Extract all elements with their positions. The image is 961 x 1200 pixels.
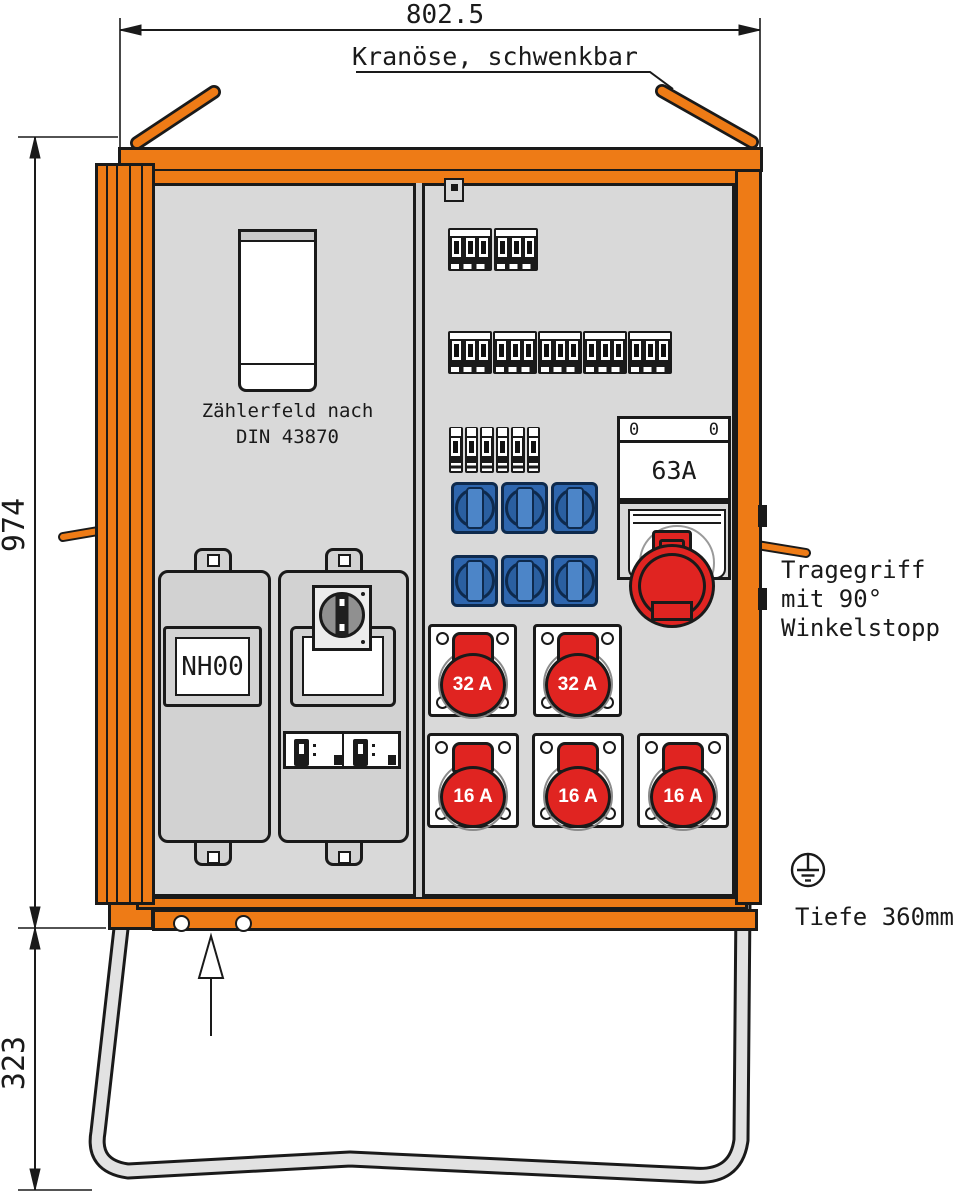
terminal <box>334 755 342 765</box>
meter-window-bottom-line <box>241 363 314 365</box>
rotary-switch-knob[interactable] <box>319 592 365 638</box>
cee63-lid[interactable] <box>629 544 715 628</box>
circuit-breaker-3pole[interactable] <box>583 331 627 374</box>
schuko-socket[interactable] <box>501 482 548 534</box>
cee-socket-label: 32 A <box>544 653 611 717</box>
base-bar-lower <box>152 909 758 932</box>
dimension-height <box>18 136 118 929</box>
circuit-breaker-3pole[interactable] <box>538 331 582 374</box>
circuit-breaker-1pole[interactable] <box>449 427 463 473</box>
main-switch-positions: 0 0 <box>620 419 728 443</box>
schuko-socket[interactable] <box>551 482 598 534</box>
main-switch-63a: 0 0 63A <box>617 416 731 501</box>
circuit-breaker-3pole[interactable] <box>628 331 672 374</box>
plate-screw <box>361 592 365 596</box>
cee63-lid-slot <box>651 601 693 621</box>
cee-socket-16a[interactable]: 16 A <box>637 733 729 831</box>
protective-earth-icon <box>789 851 827 889</box>
panel-divider <box>413 183 425 897</box>
cee-socket-label: 16 A <box>650 766 716 828</box>
aux-breaker <box>294 739 316 766</box>
plate-screw <box>361 640 365 644</box>
nh-fuse-label: NH00 <box>175 637 250 696</box>
switch-pos-left: 0 <box>629 419 640 440</box>
cee-socket-label: 16 A <box>440 766 506 828</box>
cee-socket-32a[interactable]: 32 A <box>428 624 517 719</box>
crane-eye-icons <box>130 84 759 150</box>
hinge <box>758 588 767 610</box>
circuit-breaker-1pole[interactable] <box>526 427 540 473</box>
cee-socket-label: 32 A <box>439 653 506 717</box>
circuit-breaker-1pole[interactable] <box>480 427 494 473</box>
dimension-base-label: 323 <box>0 1035 32 1091</box>
schuko-socket[interactable] <box>501 555 548 607</box>
base-hole <box>235 915 252 932</box>
cabinet-right-frame <box>735 169 762 905</box>
breaker-row-2 <box>448 331 672 374</box>
meter-window <box>238 229 317 392</box>
circuit-breaker-3pole[interactable] <box>448 228 492 271</box>
handle-annotation: Tragegriff mit 90° Winkelstopp <box>781 556 940 643</box>
circuit-breaker-3pole[interactable] <box>448 331 492 374</box>
crane-leader-line <box>356 71 674 90</box>
circuit-breaker-1pole[interactable] <box>464 427 478 473</box>
circuit-breaker-3pole[interactable] <box>494 228 538 271</box>
schuko-socket[interactable] <box>551 555 598 607</box>
meter-field-label: Zählerfeld nach DIN 43870 <box>155 398 420 450</box>
switch-pos-right: 0 <box>708 419 719 440</box>
cee-socket-32a[interactable]: 32 A <box>533 624 622 719</box>
schuko-socket[interactable] <box>451 555 498 607</box>
cabinet-top-strip <box>136 169 748 186</box>
circuit-breaker-3pole[interactable] <box>493 331 537 374</box>
circuit-breaker-1pole[interactable] <box>511 427 525 473</box>
aux-breaker-strip <box>283 731 401 769</box>
panel-latch <box>444 178 464 202</box>
meter-window-top-rail <box>241 232 314 242</box>
aux-breaker <box>353 739 375 766</box>
mounting-arrow <box>197 932 225 1036</box>
cabinet-door-open[interactable] <box>95 163 155 905</box>
dimension-height-label: 974 <box>0 497 32 553</box>
handle-annotation-line3: Winkelstopp <box>781 614 940 642</box>
depth-label: Tiefe 360mm <box>795 903 954 931</box>
schuko-socket[interactable] <box>451 482 498 534</box>
main-switch-rating: 63A <box>651 456 697 485</box>
handle-annotation-line1: Tragegriff <box>781 556 926 584</box>
module-mounting-tab <box>194 840 232 866</box>
crane-eye-label: Kranöse, schwenkbar <box>352 42 638 71</box>
dimension-base <box>18 927 92 1191</box>
dimension-width <box>119 18 761 150</box>
circuit-breaker-1pole[interactable] <box>495 427 509 473</box>
cee-socket-label: 16 A <box>545 766 611 828</box>
handle-annotation-line2: mit 90° <box>781 585 883 613</box>
breaker-row-3 <box>449 427 540 473</box>
dimension-width-label: 802.5 <box>405 0 485 30</box>
skid-frame <box>88 893 752 1184</box>
schuko-socket-grid <box>451 482 598 607</box>
terminal <box>388 755 396 765</box>
meter-field-label-line1: Zählerfeld nach <box>201 400 374 422</box>
module-mounting-tab <box>325 840 363 866</box>
knob-grip <box>335 594 349 636</box>
meter-field-label-line2: DIN 43870 <box>236 426 339 448</box>
base-hole <box>173 915 190 932</box>
hinge <box>758 505 767 527</box>
cee-socket-16a[interactable]: 16 A <box>427 733 519 831</box>
breaker-row-1 <box>448 228 538 271</box>
cee-socket-16a[interactable]: 16 A <box>532 733 624 831</box>
